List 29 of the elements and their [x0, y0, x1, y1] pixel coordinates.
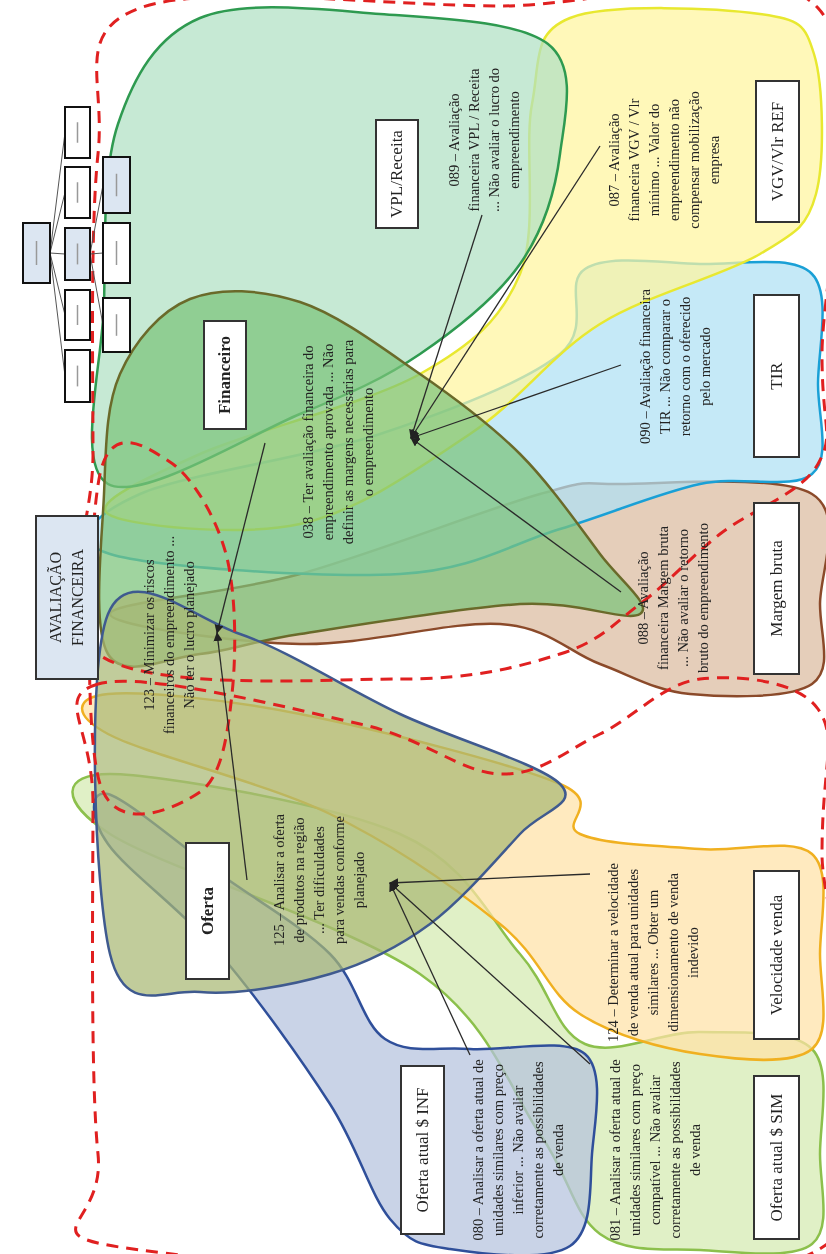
- arrow: [213, 632, 248, 881]
- category-box: Velocidade venda: [753, 870, 800, 1040]
- category-box: Oferta atual $ INF: [400, 1065, 445, 1235]
- arrow: [214, 442, 266, 634]
- risk-description: 125 – Analisar a oferta de produtos na região ... Ter dificuldades para vendas conforme planejado: [247, 813, 390, 947]
- risk-description: 081 – Analisar a oferta atual de unidades similares com preço compatível ... Não avaliar corretamente as possibilidades de venda: [590, 1055, 720, 1245]
- risk-description: 080 – Analisar a oferta atual de unidades similares com preço inferior ... Não avaliar corretamente as possibilidades de venda: [455, 1055, 580, 1245]
- category-box: TIR: [753, 294, 800, 458]
- category-box: Oferta atual $ SIM: [753, 1075, 800, 1240]
- category-box: VPL/Receita: [375, 119, 419, 229]
- risk-description: 090 – Avaliação financeira TIR ... Não comparar o retorno com o oferecido pelo mercado: [621, 283, 728, 450]
- category-box: Margem bruta: [753, 502, 800, 675]
- risk-description: 124 – Determinar a velocidade de venda atual para unidades similares ... Obter um dimensionamento de venda indevido: [590, 860, 715, 1045]
- arrow: [410, 145, 601, 439]
- title-box: AVALIAÇÃO FINANCEIRA: [35, 515, 99, 680]
- arrow: [410, 437, 622, 593]
- arrow: [389, 882, 591, 1065]
- risk-description: 038 – Ter avaliação financeira do empreendimento aprovada ... Não definir as margens necessárias para o empreendimento: [265, 338, 411, 546]
- risk-description: 123 – Minimizar os riscos financeiros do empreendimento ... Não ter o lucro planejado: [120, 535, 217, 735]
- risk-description: 088 – Avaliação financeira Margem bruta ... Não avaliar o retorno bruto do empreendimento: [621, 523, 725, 673]
- arrow: [389, 873, 591, 888]
- risk-description: 089 – Avaliação financeira VPL / Receita ... Não avaliar o lucro do empreendimento: [428, 65, 540, 215]
- category-box: Oferta: [185, 842, 230, 980]
- category-box: Financeiro: [203, 320, 247, 430]
- tree-thumbnail-drawing: [20, 103, 132, 403]
- category-box: VGV/Vlr REF: [755, 80, 800, 223]
- arrow: [410, 364, 622, 440]
- risk-description: 087 – Avaliação financeira VGV / Vlr mínimo ... Valor do empreendimento não compensar mobilização empresa: [600, 85, 728, 235]
- arrow: [409, 214, 483, 439]
